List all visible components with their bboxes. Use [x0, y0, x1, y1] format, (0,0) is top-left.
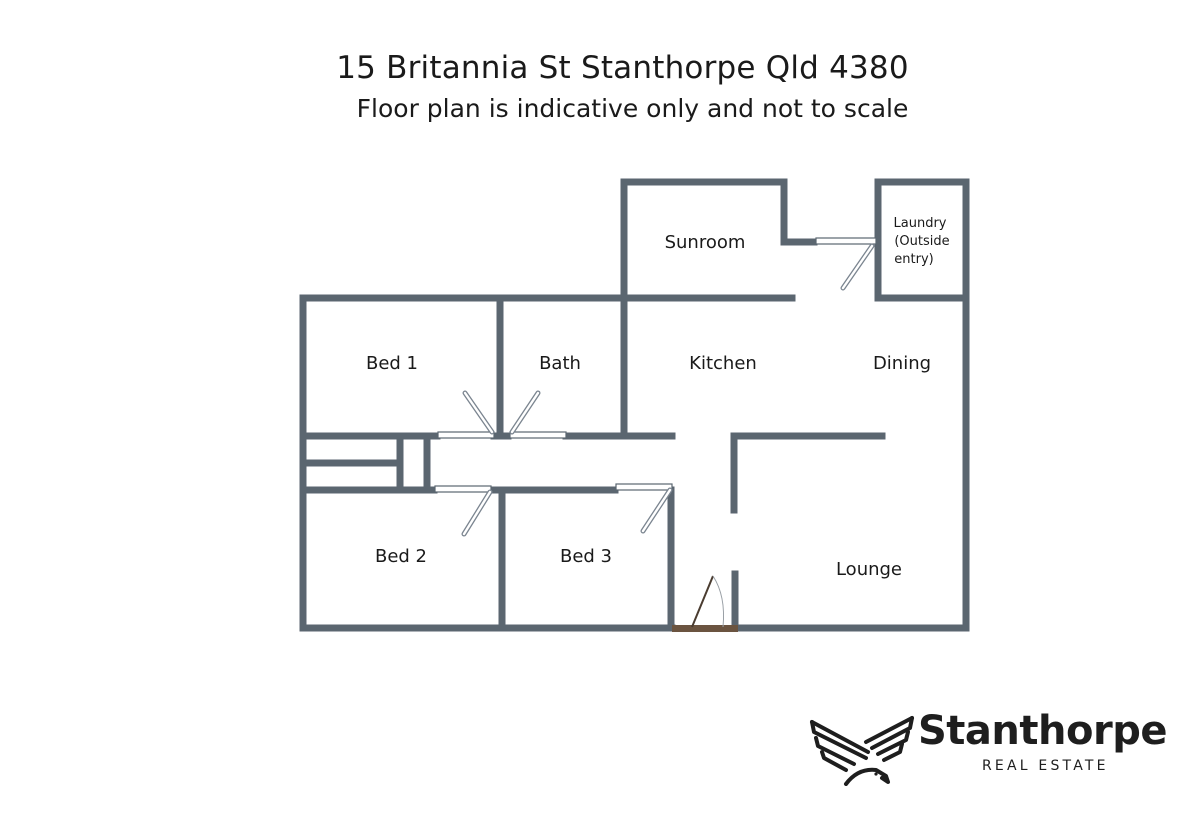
- door-bed2: [434, 485, 492, 493]
- room-label-sunroom: Sunroom: [665, 232, 746, 253]
- door-bed3: [615, 483, 673, 491]
- page-title: 15 Britannia St Stanthorpe Qld 4380: [336, 50, 909, 86]
- room-label-bed2: Bed 2: [375, 546, 427, 567]
- page-subtitle: Floor plan is indicative only and not to…: [356, 94, 909, 123]
- door-bed1: [437, 431, 495, 439]
- door-bath: [509, 431, 567, 439]
- room-label-bed3: Bed 3: [560, 546, 612, 567]
- room-label-laundry-3: entry): [894, 252, 933, 267]
- brand-logo: Stanthorpe REAL ESTATE: [806, 708, 1176, 790]
- walls: [299, 178, 970, 632]
- room-label-bed1: Bed 1: [366, 353, 418, 374]
- room-label-laundry-2: (Outside: [894, 234, 949, 249]
- entry-door: [672, 575, 738, 632]
- brand-name: Stanthorpe: [918, 708, 1167, 754]
- eagle-icon: [810, 716, 914, 786]
- room-label-dining: Dining: [873, 353, 931, 374]
- brand-tagline: REAL ESTATE: [982, 758, 1109, 774]
- door-laundry: [815, 237, 877, 245]
- room-label-lounge: Lounge: [836, 559, 902, 580]
- room-label-laundry-1: Laundry: [894, 216, 947, 231]
- doors: [434, 237, 877, 493]
- room-label-bath: Bath: [539, 353, 581, 374]
- room-label-kitchen: Kitchen: [689, 353, 757, 374]
